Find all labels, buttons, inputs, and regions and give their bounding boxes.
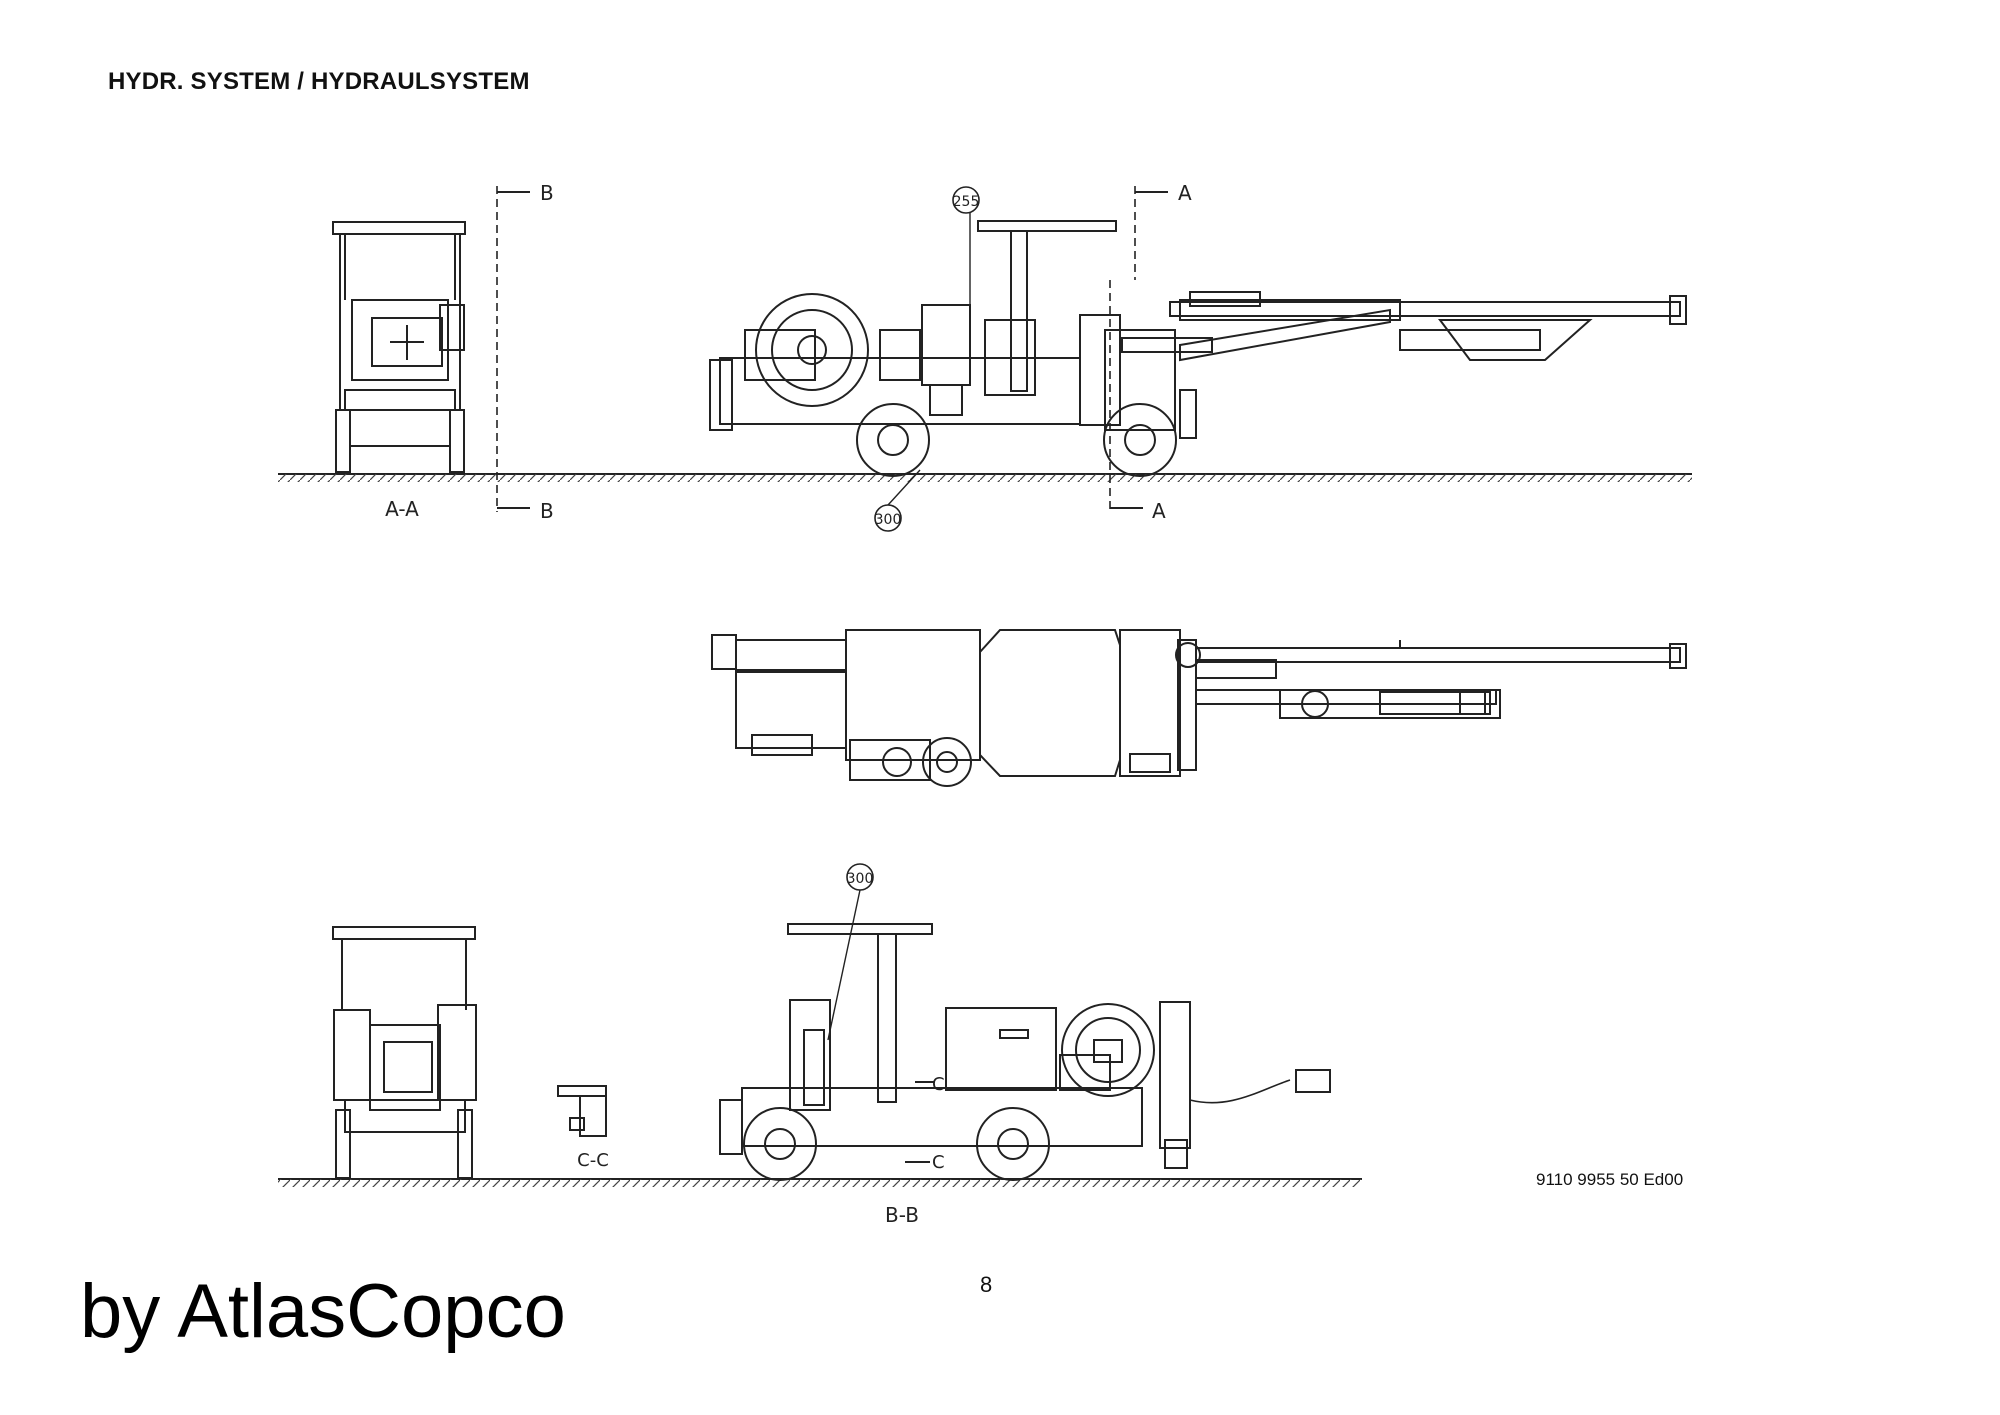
brand-watermark: by AtlasCopco (80, 1269, 566, 1354)
callout-300-bottom (827, 863, 874, 1041)
callout-300-bottom-label: 300 (847, 871, 874, 887)
section-a-top-label: A (1178, 181, 1192, 205)
plan-view (711, 629, 1687, 787)
side-view-bottom (719, 923, 1331, 1181)
side-view-top (709, 220, 1687, 477)
detail-cc (557, 1085, 607, 1137)
page-number: 8 (980, 1272, 993, 1297)
view-label-bb: B-B (885, 1203, 919, 1227)
callout-255-label: 255 (953, 194, 980, 210)
view-label-aa: A-A (385, 497, 419, 521)
section-c-top-label: C (932, 1074, 945, 1095)
section-c-bottom-label: C (932, 1152, 945, 1173)
ground-line-top (278, 473, 1692, 482)
section-b-top-label: B (540, 181, 554, 205)
section-marker-a (1109, 186, 1168, 512)
page-title: HYDR. SYSTEM / HYDRAULSYSTEM (108, 68, 530, 95)
callout-255 (952, 186, 980, 372)
callout-300-top (874, 469, 921, 532)
callout-300-top-label: 300 (875, 512, 902, 528)
rear-view (332, 926, 477, 1179)
document-number: 9110 9955 50 Ed00 (1536, 1170, 1684, 1189)
ground-line-bottom (278, 1178, 1362, 1187)
view-label-cc: C-C (577, 1150, 609, 1171)
front-view-aa (332, 221, 466, 473)
section-marker-c (905, 1081, 935, 1163)
section-b-bottom-label: B (540, 499, 554, 523)
section-a-bottom-label: A (1152, 499, 1166, 523)
section-marker-b (496, 186, 530, 512)
